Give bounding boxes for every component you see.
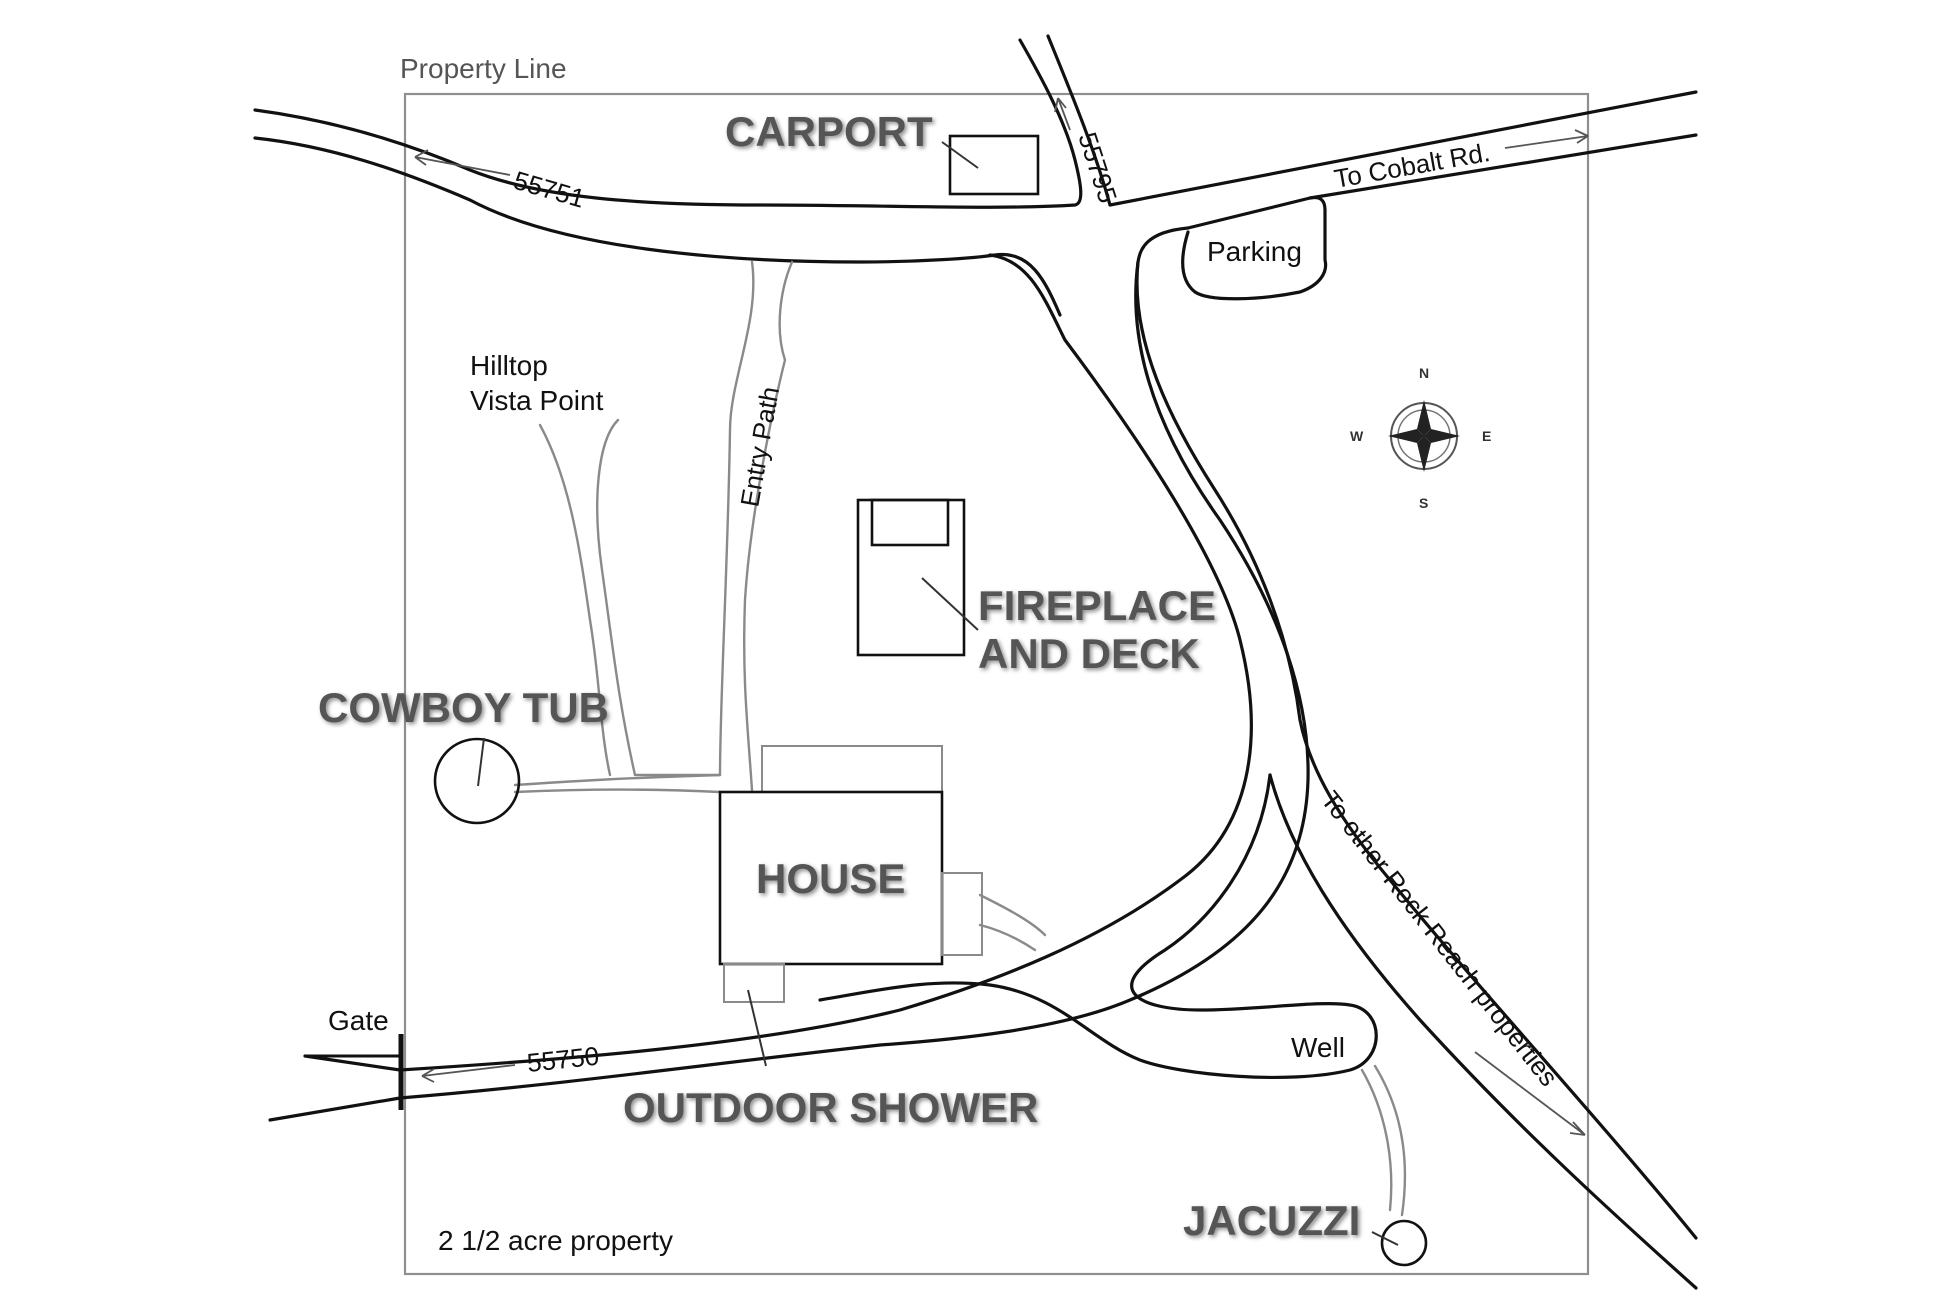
fireplace-label-line2: AND DECK: [978, 630, 1200, 677]
carport-leader: [941, 141, 979, 169]
road-55751-upper-edge: [253, 38, 1083, 209]
compass-rose-icon: [1388, 400, 1460, 472]
house-label: HOUSE: [756, 855, 905, 902]
cowboy-tub-leader: [477, 737, 485, 787]
compass-south-label: S: [1419, 495, 1428, 511]
carport-label: CARPORT: [725, 108, 933, 155]
arrow-cobalt-icon: [1504, 129, 1589, 149]
jacuzzi-shape: [1380, 1219, 1428, 1267]
cowboy-tub-shape: [433, 737, 521, 825]
cowboy-tub-path-upper: [513, 773, 722, 787]
road-55751-lower-edge: [253, 136, 1062, 317]
outdoor-shower-structure: [723, 963, 785, 1003]
house-east-path-upper: [978, 893, 1047, 937]
road-55750-label: 55750: [525, 1041, 600, 1078]
property-line-label: Property Line: [400, 53, 567, 84]
carport-structure: [948, 134, 1040, 196]
acreage-label: 2 1/2 acre property: [438, 1225, 673, 1256]
house-porch: [761, 745, 943, 793]
arrow-55795-icon: [1054, 97, 1071, 131]
compass-north-label: N: [1419, 365, 1429, 381]
jacuzzi-leader: [1371, 1231, 1399, 1246]
entry-path-label: Entry Path: [734, 384, 785, 509]
road-cobalt-lower-edge: [1181, 195, 1328, 301]
parking-label: Parking: [1207, 236, 1302, 267]
road-well-loop: [818, 773, 1378, 1080]
hilltop-path-east-edge: [596, 418, 637, 777]
road-central-west-edge: [303, 253, 1253, 1072]
road-southeast-west-edge: [1135, 260, 1698, 1240]
arrow-55751-icon: [414, 149, 511, 176]
road-cobalt-lower-edge-east: [1308, 133, 1698, 200]
jacuzzi-path-east-edge: [1373, 1064, 1407, 1217]
outdoor-shower-label: OUTDOOR SHOWER: [623, 1084, 1038, 1131]
road-55751-label: 55751: [510, 165, 588, 214]
fireplace-leader: [921, 577, 979, 631]
fireplace-structure: [870, 498, 950, 547]
house-east-path-lower: [978, 923, 1037, 952]
jacuzzi-path-west-edge: [1360, 1068, 1393, 1212]
jacuzzi-label: JACUZZI: [1183, 1197, 1360, 1244]
cowboy-tub-label: COWBOY TUB: [318, 684, 609, 731]
compass-west-label: W: [1350, 428, 1364, 444]
house-east-annex: [941, 872, 983, 956]
road-cobalt-upper-edge: [1108, 90, 1698, 207]
gate-label: Gate: [328, 1005, 389, 1036]
well-label: Well: [1291, 1032, 1345, 1063]
hilltop-path-west-edge: [538, 423, 612, 777]
shower-leader: [747, 989, 767, 1067]
arrow-55750-icon: [421, 1064, 516, 1083]
hilltop-label-line1: Hilltop: [470, 350, 548, 381]
compass-east-label: E: [1482, 428, 1491, 444]
fireplace-label-line1: FIREPLACE: [978, 582, 1216, 629]
arrow-southeast-icon: [1474, 1051, 1586, 1136]
road-cobalt-inner-curve: [268, 226, 1310, 1122]
cowboy-tub-path-lower: [513, 788, 722, 794]
hilltop-label-line2: Vista Point: [470, 385, 604, 416]
entry-path-east-edge: [743, 260, 794, 792]
road-55795-east-edge: [1046, 34, 1112, 207]
road-southeast-east-edge: [1268, 773, 1698, 1290]
property-boundary: [403, 92, 1590, 1276]
entry-path-west-edge: [633, 260, 755, 777]
